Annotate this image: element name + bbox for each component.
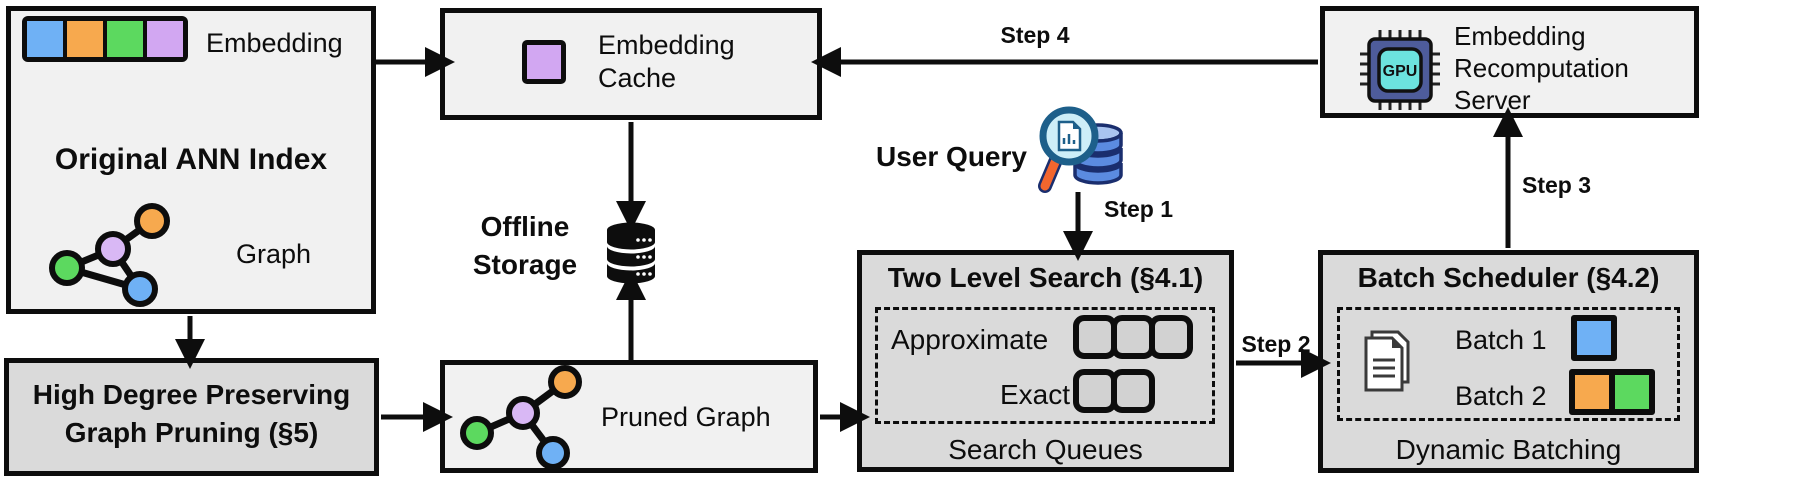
batch1-label: Batch 1 — [1455, 325, 1547, 355]
color-square — [1111, 369, 1155, 413]
search-queues-dashed-box — [875, 307, 1215, 424]
two-level-search-title: Two Level Search (§4.1) — [887, 262, 1204, 293]
color-square — [27, 21, 63, 57]
dynamic-batching-dashed-box — [1337, 307, 1680, 421]
offline-storage-database-icon — [607, 222, 655, 284]
batch1-squares — [1571, 315, 1617, 361]
step3-label: Step 3 — [1522, 172, 1592, 198]
step4-label: Step 4 — [1000, 22, 1070, 48]
graph-label: Graph — [236, 239, 312, 269]
search-queues-footer: Search Queues — [948, 434, 1143, 465]
user-query-label: User Query — [876, 141, 1027, 172]
high-degree-pruning-label: High Degree Preserving Graph Pruning (§5… — [32, 379, 351, 448]
embedding-vector-strip — [22, 16, 188, 62]
pruned-graph-label: Pruned Graph — [601, 402, 771, 432]
batch-scheduler-title: Batch Scheduler (§4.2) — [1357, 262, 1660, 293]
exact-queue-squares — [1073, 369, 1155, 413]
dynamic-batching-footer: Dynamic Batching — [1395, 434, 1622, 465]
color-square — [67, 21, 103, 57]
batch2-squares — [1569, 369, 1655, 415]
gpu-chip-icon: GPU — [1360, 30, 1440, 110]
batch2-label: Batch 2 — [1455, 381, 1547, 411]
batch-scheduler-box — [1318, 250, 1699, 473]
color-square — [107, 21, 143, 57]
embedding-label: Embedding — [206, 28, 343, 58]
step1-label: Step 1 — [1104, 196, 1174, 222]
ann-index-title: Original ANN Index — [54, 143, 328, 176]
step2-label: Step 2 — [1241, 331, 1311, 357]
offline-storage-label: Offline Storage — [472, 211, 578, 280]
two-level-search-box — [857, 250, 1234, 472]
approximate-label: Approximate — [891, 324, 1049, 355]
color-square — [1149, 315, 1193, 359]
color-square — [147, 21, 183, 57]
gpu-chip-text: GPU — [1383, 63, 1418, 80]
recomputation-server-label: Embedding Recomputation Server — [1454, 21, 1629, 116]
high-degree-pruning-box — [4, 358, 379, 476]
ann-graph-icon — [49, 203, 170, 307]
pruned-graph-icon — [460, 365, 582, 470]
cached-embedding-icon — [522, 40, 566, 84]
color-square — [1609, 369, 1655, 415]
embedding-cache-label: Embedding Cache — [598, 30, 735, 94]
pruned-graph-box — [440, 360, 818, 473]
approximate-queue-squares — [1073, 315, 1193, 359]
color-square — [1571, 315, 1617, 361]
exact-label: Exact — [999, 379, 1070, 410]
user-query-icon — [1038, 106, 1123, 193]
documents-icon — [1364, 330, 1410, 392]
